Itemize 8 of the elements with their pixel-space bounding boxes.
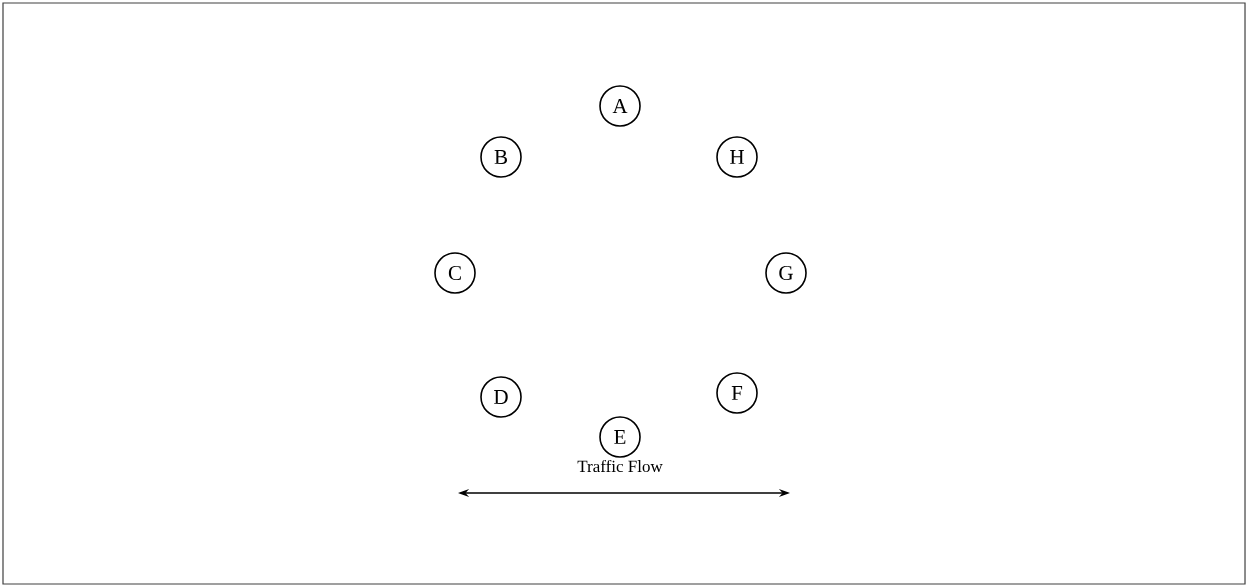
circle-node: E	[599, 416, 641, 458]
circle-node: G	[765, 252, 807, 294]
circle-node: D	[480, 376, 522, 418]
circle-node: A	[599, 85, 641, 127]
circle-node: B	[480, 136, 522, 178]
circle-node: H	[716, 136, 758, 178]
circle-node: C	[434, 252, 476, 294]
circle-node: F	[716, 372, 758, 414]
